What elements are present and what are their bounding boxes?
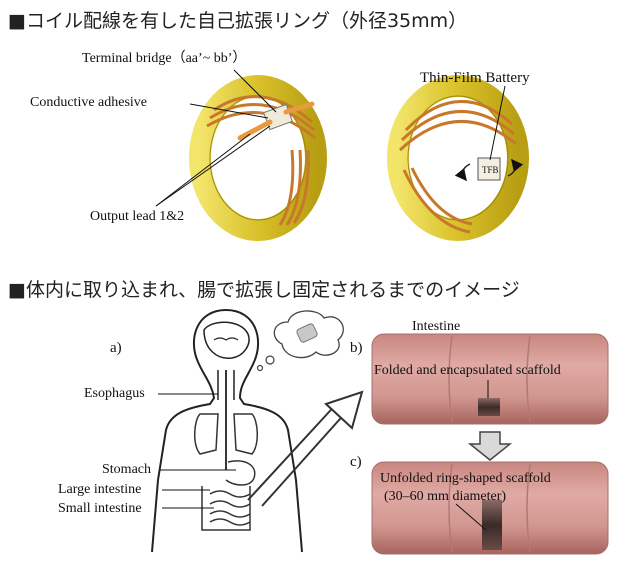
flow-arrow-down [467,431,513,461]
panel-b-tag: b) [350,340,363,356]
panel-c-tag: c) [350,454,362,470]
leader-output-lead-2 [155,125,271,207]
label-conductive-adhesive: Conductive adhesive [30,95,147,110]
section1-heading: ■コイル配線を有した自己拡張リング（外径35mm） [8,10,468,32]
label-large-intestine: Large intestine [58,482,141,497]
human-body-outline [151,309,303,553]
leader-thin-film-battery [489,85,506,161]
caption-folded-scaffold: Folded and encapsulated scaffold [374,363,561,378]
intestine-tube-b [371,333,609,425]
thought-bubble [256,310,344,372]
label-stomach: Stomach [102,462,151,477]
panel-a-tag: a) [110,340,122,356]
coil-ring-left [189,75,327,241]
terminal-bridge-patch [237,101,315,141]
unfolded-scaffold [482,500,502,550]
folded-scaffold [478,398,500,416]
caption-unfolded-line2: (30–60 mm diameter) [384,489,506,504]
rotation-arrow-left-icon [454,163,471,182]
caption-unfolded-line1: Unfolded ring-shaped scaffold [380,471,551,486]
label-esophagus: Esophagus [84,386,145,401]
label-output-lead: Output lead 1&2 [90,209,184,224]
capsule-icon [296,323,318,343]
leader-output-lead-1 [155,133,251,207]
section2-heading: ■体内に取り込まれ、腸で拡張し固定されるまでのイメージ [8,279,520,301]
stomach-organ [225,460,256,486]
intestine-tube-c [371,461,609,555]
lungs [194,413,258,455]
label-small-intestine: Small intestine [58,501,142,516]
label-intestine: Intestine [412,319,460,334]
leader-terminal-bridge [233,69,277,113]
label-thin-film-battery: Thin-Film Battery [420,70,530,86]
rotation-arrow-right-icon [507,158,524,177]
leader-conductive-adhesive [189,103,269,119]
label-tfb: TFB [482,165,499,175]
thin-film-battery: TFB [454,157,524,182]
coil-ring-right [387,75,529,241]
label-terminal-bridge: Terminal bridge（aa’~ bb’） [82,50,246,66]
flow-arrow-diagonal [247,390,364,507]
leader-unfolded-scaffold [455,503,487,531]
